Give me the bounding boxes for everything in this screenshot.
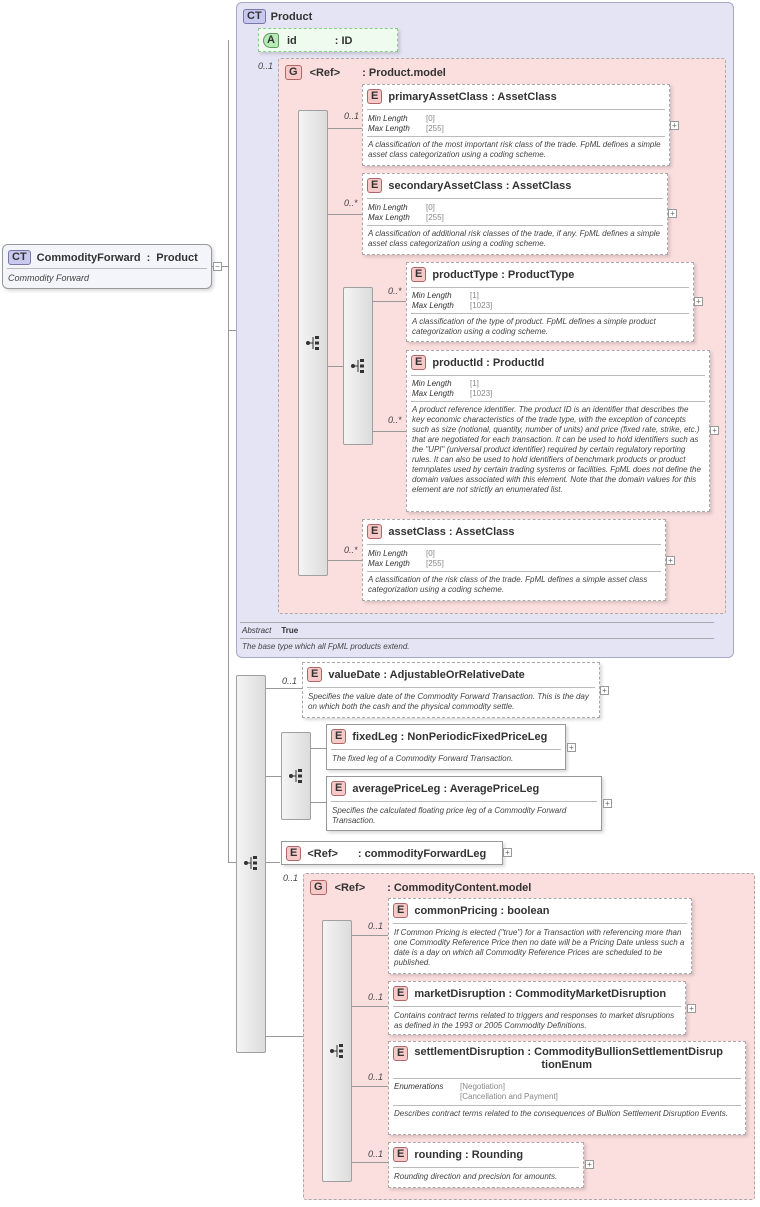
root-name: CommodityForward <box>36 251 141 264</box>
complex-type-badge: CT <box>243 9 266 24</box>
root-complex-type[interactable]: CT CommodityForward : Product Commodity … <box>2 244 212 289</box>
sequence-icon <box>289 769 302 783</box>
attribute-badge: A <box>263 33 279 48</box>
sequence-icon <box>306 336 319 350</box>
collapse-icon[interactable]: − <box>213 262 222 271</box>
connector <box>228 40 229 862</box>
root-type: Product <box>156 251 198 264</box>
expand-icon[interactable]: + <box>694 297 703 306</box>
expand-icon[interactable]: + <box>567 743 576 752</box>
product-title: Product <box>270 10 313 23</box>
sequence-icon <box>244 856 257 870</box>
expand-icon[interactable]: + <box>710 426 719 435</box>
sequence-icon <box>330 1044 343 1058</box>
complex-type-badge: CT <box>8 250 31 265</box>
abstract-label: Abstract <box>242 626 272 635</box>
commodity-forward-leg-ref[interactable]: E<Ref>: commodityForwardLeg <box>281 841 503 865</box>
expand-icon[interactable]: + <box>666 556 675 565</box>
element-badge: E <box>367 89 383 104</box>
abstract-value: True <box>281 626 299 635</box>
sequence-icon <box>351 359 364 373</box>
expand-icon[interactable]: + <box>668 209 677 218</box>
expand-icon[interactable]: + <box>600 686 609 695</box>
connector <box>228 862 236 863</box>
root-doc: Commodity Forward <box>8 273 90 283</box>
expand-icon[interactable]: + <box>687 1004 696 1013</box>
sequence-compositor <box>322 920 352 1182</box>
expand-icon[interactable]: + <box>603 799 612 808</box>
group-badge: G <box>285 65 302 80</box>
divider <box>7 268 207 269</box>
connector <box>228 330 236 331</box>
multiplicity: 0..1 <box>258 61 274 71</box>
id-attribute[interactable]: A id : ID <box>258 28 398 52</box>
expand-icon[interactable]: + <box>585 1160 594 1169</box>
expand-icon[interactable]: + <box>670 121 679 130</box>
product-doc: The base type which all FpML products ex… <box>242 642 410 651</box>
expand-icon[interactable]: + <box>503 848 512 857</box>
